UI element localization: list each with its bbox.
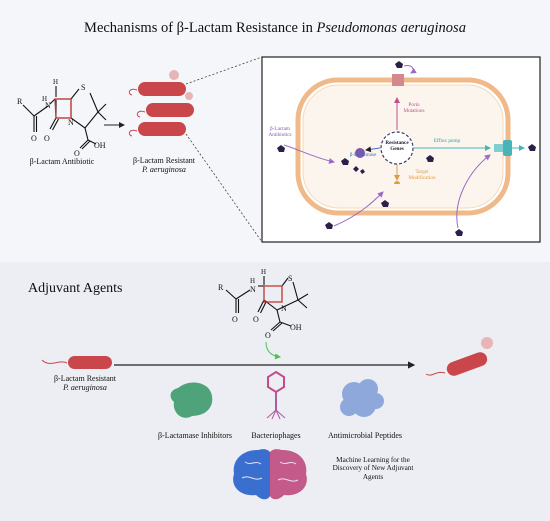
resistant-bacteria-group: [128, 70, 194, 137]
mol-r-label: R: [17, 97, 23, 106]
mol-o2-label: O: [44, 134, 50, 143]
mol-s-label: S: [81, 83, 85, 92]
ml-label: Machine Learning for the Discovery of Ne…: [318, 456, 428, 481]
resistance-burst-icon: [169, 70, 179, 80]
target-label-line1: Target: [415, 169, 429, 175]
ml-label-line2: Discovery of New Adjuvant: [332, 464, 414, 473]
zoom-line: [185, 133, 263, 243]
broken-antibiotic-icon: [353, 166, 365, 174]
genes-label-line1: Resistance: [385, 140, 409, 146]
mol2-h-label: H: [250, 277, 255, 285]
mol2-h2-label: H: [261, 268, 266, 276]
bacteriophage-icon: [266, 370, 286, 420]
beta-lactamase-icon: [355, 148, 365, 158]
beta-lactam-molecule-2: [225, 276, 309, 332]
entry-arrow: [333, 191, 384, 227]
mol2-r-label: R: [218, 283, 224, 292]
mol2-n-label: N: [250, 285, 256, 294]
adjuvant-heading: Adjuvant Agents: [28, 281, 123, 296]
mol2-o2-label: O: [253, 315, 259, 324]
target-modification-label: Target Modification: [402, 169, 442, 181]
antibiotics-label-line2: Antibiotics: [268, 131, 292, 138]
resistant-label-line1: β-Lactam Resistant: [132, 156, 196, 165]
damage-burst-icon: [481, 337, 493, 349]
mol2-o3-label: O: [265, 331, 271, 340]
porin-label-line2: Mutations: [403, 107, 425, 114]
bacterium-flagellum: [41, 359, 68, 364]
title-text: Mechanisms of β-Lactam Resistance in: [84, 20, 317, 36]
porin-exit-arrow: [403, 65, 417, 74]
bacterium-flagellum: [425, 371, 446, 376]
resistant-bacterium: [68, 356, 112, 369]
mol-h-label: H: [42, 95, 47, 103]
ml-label-line1: Machine Learning for the: [336, 456, 410, 464]
antibiotics-label-line1: β-Lactam: [270, 126, 290, 132]
beta-lactamase-inhibitor-icon: [170, 382, 213, 418]
agent-label-phages: Bacteriophages: [251, 431, 301, 440]
efflux-pump-icon: [494, 144, 503, 152]
green-arrow: [265, 341, 281, 360]
beta-lactam-ring-2: [263, 285, 283, 303]
entry-arrow: [283, 144, 335, 164]
mol-o3-label: O: [74, 149, 80, 158]
porin-icon: [392, 74, 404, 86]
antibiotics-label: β-Lactam Antibiotics: [263, 126, 297, 138]
beta-lactam-ring: [54, 98, 72, 119]
target-label-line2: Modification: [408, 174, 436, 181]
antibiotic-label: β-Lactam Antibiotic: [29, 157, 95, 166]
bottom-resistant-line2: P. aeruginosa: [63, 383, 107, 393]
lactamase-arrow: [365, 146, 381, 153]
mol-o-label: O: [31, 134, 37, 143]
target-protein-icon: [394, 181, 400, 184]
efflux-pump-icon: [503, 140, 512, 156]
resistance-genes-label: Resistance Genes: [378, 140, 416, 152]
porin-label-line1: Porin: [408, 102, 420, 108]
mol-n-label: N: [45, 101, 51, 110]
beta-lactamase-label: β-Lactamase: [349, 152, 377, 158]
agent-label-inhibitors: β-Lactamase Inhibitors: [157, 431, 233, 440]
resistance-burst-icon: [185, 92, 193, 100]
genes-label-line2: Genes: [390, 145, 404, 152]
ml-brain-icon: [233, 449, 307, 500]
mol2-o-label: O: [232, 315, 238, 324]
agent-label-peptides: Antimicrobial Peptides: [328, 431, 402, 440]
mol2-n2-label: N: [281, 304, 287, 313]
mol-n2-label: N: [68, 118, 74, 127]
antibiotic-molecules: [277, 61, 536, 236]
porin-mutations-label: Porin Mutations: [397, 102, 431, 114]
bottom-resistant-line1: β-Lactam Resistant: [53, 374, 117, 383]
entry-arrow: [456, 154, 491, 229]
figure-title: Mechanisms of β-Lactam Resistance in Pse…: [0, 20, 550, 37]
mol-oh-label: OH: [94, 141, 106, 150]
mol2-oh-label: OH: [290, 323, 302, 332]
mol-h2-label: H: [53, 78, 58, 86]
title-species: Pseudomonas aeruginosa: [316, 20, 466, 36]
antimicrobial-peptide-icon: [340, 379, 384, 417]
killed-bacterium: [446, 352, 488, 376]
resistance-genes-icon: [380, 131, 414, 165]
mol2-s-label: S: [288, 274, 292, 283]
resistant-label-line2: P. aeruginosa: [142, 165, 186, 175]
resistant-label-bottom: β-Lactam Resistant P. aeruginosa: [40, 374, 130, 392]
efflux-pump-label: Efflux pump: [433, 138, 461, 144]
resistant-label-top: β-Lactam Resistant P. aeruginosa: [124, 156, 204, 174]
zoom-line: [185, 56, 263, 85]
ml-label-line3: Agents: [362, 472, 384, 481]
